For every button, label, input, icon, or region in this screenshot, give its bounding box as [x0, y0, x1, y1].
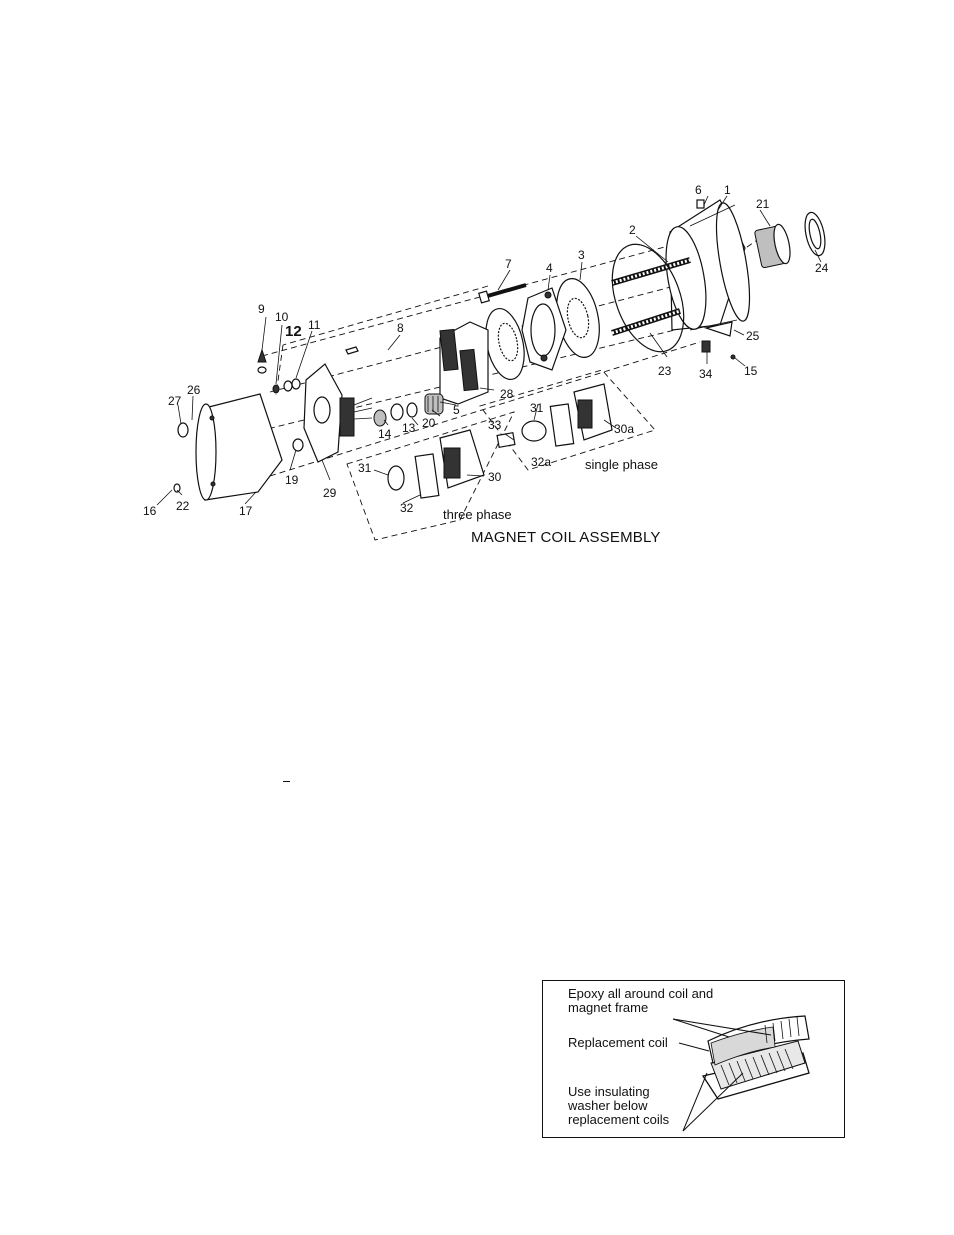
part-label-3: 3 — [578, 248, 585, 262]
part-label-22: 22 — [176, 499, 190, 513]
part-label-12: 12 — [285, 323, 302, 340]
part-label-10: 10 — [275, 310, 289, 324]
part-label-30a: 30a — [614, 422, 634, 436]
single-phase-label: single phase — [585, 457, 658, 472]
part-label-23: 23 — [658, 364, 672, 378]
part-label-19: 19 — [285, 473, 299, 487]
part-label-4: 4 — [546, 261, 553, 275]
part-label-32a: 32a — [531, 455, 551, 469]
part-label-14: 14 — [378, 427, 392, 441]
part-label-21: 21 — [756, 197, 770, 211]
part-label-30: 30 — [488, 470, 502, 484]
part-label-5: 5 — [453, 403, 460, 417]
part-label-1: 1 — [724, 183, 731, 197]
part-label-7: 7 — [505, 257, 512, 271]
insulating-washer-callout: Use insulating washer below replacement … — [568, 1085, 669, 1127]
coil-replacement-inset: Epoxy all around coil and magnet frame R… — [542, 980, 845, 1138]
part-label-9: 9 — [258, 302, 265, 316]
washer-callout-line-2: washer below — [568, 1098, 648, 1113]
bolt — [479, 285, 526, 303]
part-label-25: 25 — [746, 329, 760, 343]
washer-callout-line-1: Use insulating — [568, 1084, 650, 1099]
part-label-26: 26 — [187, 383, 201, 397]
part-label-16: 16 — [143, 504, 157, 518]
part-label-33: 33 — [488, 418, 502, 432]
part-label-2: 2 — [629, 223, 636, 237]
part-label-29: 29 — [323, 486, 337, 500]
magnet-frame — [440, 322, 488, 404]
part-label-32: 32 — [400, 501, 414, 515]
part-label-20: 20 — [422, 416, 436, 430]
part-label-31-single: 31 — [530, 401, 544, 415]
replacement-coil-callout: Replacement coil — [568, 1036, 668, 1050]
part-label-17: 17 — [239, 504, 253, 518]
figure-caption: MAGNET COIL ASSEMBLY — [471, 529, 661, 546]
epoxy-callout-line-2: magnet frame — [568, 1000, 648, 1015]
part-label-13: 13 — [402, 421, 416, 435]
part-label-31-three: 31 — [358, 461, 372, 475]
washer-callout-line-3: replacement coils — [568, 1112, 669, 1127]
part-label-8: 8 — [397, 321, 404, 335]
part-label-27: 27 — [168, 394, 182, 408]
stray-mark — [283, 781, 290, 782]
part-label-34: 34 — [699, 367, 713, 381]
part-label-6: 6 — [695, 183, 702, 197]
terminal-plate — [304, 364, 372, 462]
part-label-15: 15 — [744, 364, 758, 378]
single-phase-group — [480, 370, 655, 470]
epoxy-callout-line-1: Epoxy all around coil and — [568, 986, 713, 1001]
three-phase-label: three phase — [443, 507, 512, 522]
part-label-28: 28 — [500, 387, 514, 401]
cover — [174, 394, 303, 500]
spline-hub — [754, 223, 793, 268]
part-label-11: 11 — [308, 318, 321, 332]
part-label-24: 24 — [815, 261, 829, 275]
epoxy-callout: Epoxy all around coil and magnet frame — [568, 987, 713, 1015]
